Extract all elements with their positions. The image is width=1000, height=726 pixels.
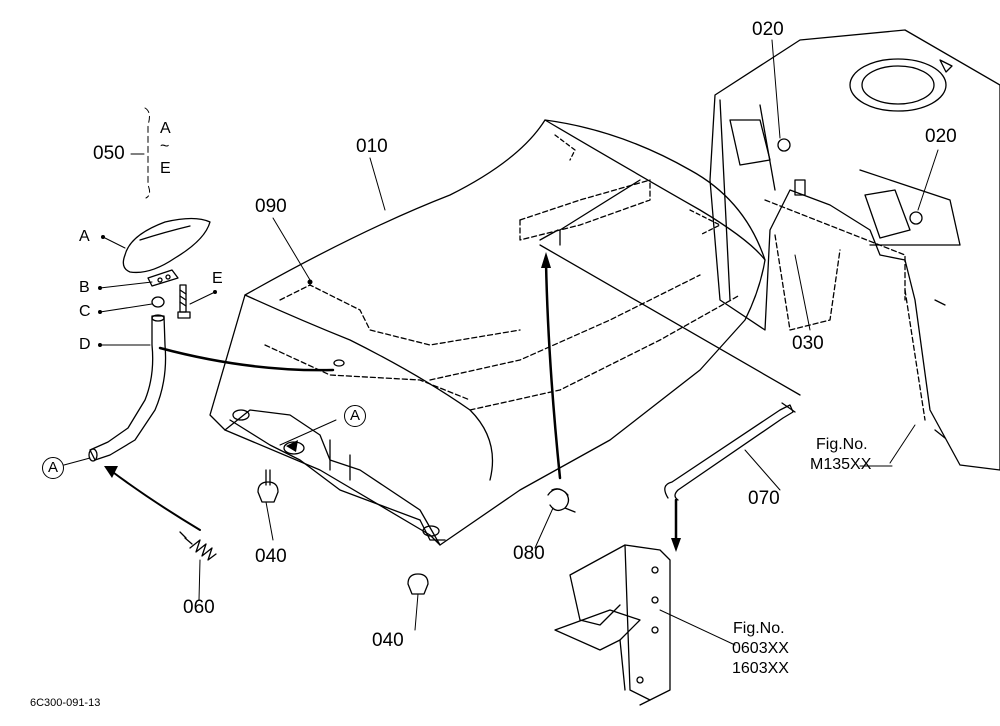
callout-080: 080: [513, 543, 545, 564]
letter-e: E: [212, 270, 223, 287]
leader-lines: [63, 39, 939, 646]
rod-070: [664, 402, 796, 501]
fig-ref-m135-number: M135XX: [810, 456, 872, 473]
tractor-body: [709, 29, 1000, 471]
lever-assembly: [88, 217, 211, 462]
callout-060: 060: [183, 597, 215, 618]
letter-d: D: [79, 336, 91, 353]
fig-ref-m135-label: Fig.No.: [816, 436, 868, 453]
fig-ref-step-number-2: 1603XX: [732, 660, 789, 677]
circled-ref-a-right: A: [344, 405, 366, 427]
callout-020-top: 020: [752, 19, 784, 40]
letter-b: B: [79, 279, 90, 296]
spring-060: [179, 531, 217, 561]
drawing-code: 6C300-091-13: [30, 697, 101, 709]
range-end-letter: E: [160, 160, 171, 177]
range-tilde: ~: [160, 138, 170, 155]
callout-030: 030: [792, 333, 824, 354]
callout-020-right: 020: [925, 126, 957, 147]
fig-ref-step-label: Fig.No.: [733, 620, 785, 637]
arrowheads: [104, 252, 681, 552]
callout-010: 010: [356, 136, 388, 157]
callout-070: 070: [748, 488, 780, 509]
fig-ref-step-number-1: 0603XX: [732, 640, 789, 657]
rubber-mount-040-left: [257, 469, 279, 503]
step-bracket: [554, 544, 671, 706]
leader-dots: [98, 235, 313, 347]
callout-050: 050: [93, 143, 125, 164]
letter-c: C: [79, 303, 91, 320]
spring-080: [547, 488, 576, 513]
circled-ref-a-left: A: [42, 457, 64, 479]
range-start-letter: A: [160, 120, 171, 137]
letter-a: A: [79, 228, 90, 245]
assembly-arrows: [109, 260, 678, 542]
callout-090: 090: [255, 196, 287, 217]
callout-040-left: 040: [255, 546, 287, 567]
callout-040-bottom: 040: [372, 630, 404, 651]
guide-rails: [539, 179, 801, 396]
rubber-mount-040-bottom: [407, 573, 429, 595]
cover-010: [209, 119, 766, 546]
